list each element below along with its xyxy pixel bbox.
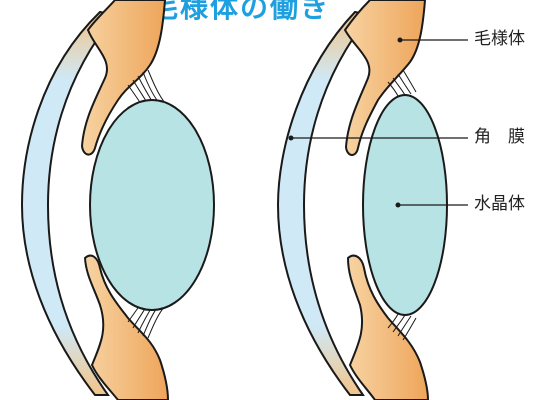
left-eye <box>22 0 214 400</box>
label-cornea: 角 膜 <box>474 129 525 146</box>
left-lens <box>90 100 214 310</box>
label-ciliary-body: 毛様体 <box>474 31 525 48</box>
leader-dot-cornea <box>289 136 294 141</box>
leader-dot-lens <box>396 203 401 208</box>
leader-dot-ciliary <box>398 38 403 43</box>
label-lens: 水晶体 <box>474 196 525 213</box>
right-eye <box>278 0 447 400</box>
right-cornea <box>278 12 370 395</box>
